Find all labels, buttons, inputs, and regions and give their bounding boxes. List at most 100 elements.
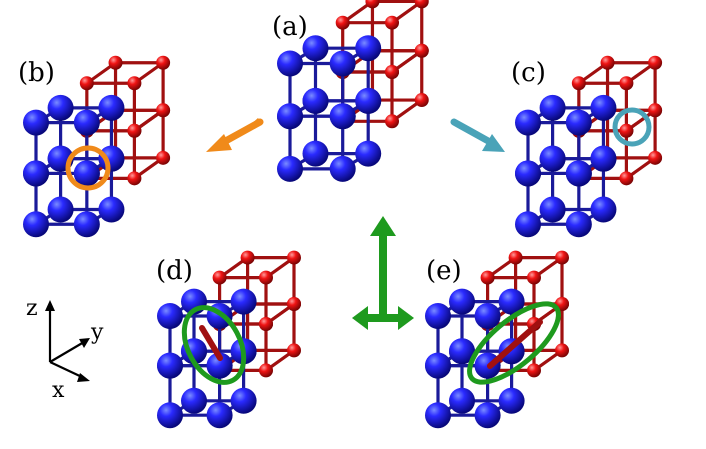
- green-double-arrow-icon: [352, 216, 414, 330]
- panel-d-blue-lattice-lower-atom: [181, 387, 207, 414]
- panel-a-blue-lattice-lower-atom: [302, 140, 329, 167]
- panel-a-blue-lattice-lower-atom: [302, 87, 329, 114]
- panel-b-blue-lattice-lower-atom: [23, 211, 49, 238]
- panel-label-c: (c): [511, 58, 546, 88]
- panel-c-blue-lattice-upper-atom: [565, 109, 592, 136]
- panel-d-blue-lattice-lower-atom: [157, 402, 183, 429]
- panel-c-blue-lattice-upper-atom: [539, 94, 566, 121]
- panel-e-red-lattice-upper-atom: [527, 270, 541, 285]
- panel-a-blue-lattice-upper-atom: [329, 50, 356, 77]
- panel-d-red-lattice-lower-atom: [287, 343, 301, 358]
- panel-b-blue-lattice-upper-atom: [98, 94, 125, 121]
- panel-c-red-lattice-upper-atom: [648, 55, 663, 70]
- panel-e-blue-lattice-lower-atom: [425, 352, 451, 379]
- panel-e-blue-lattice-lower-atom: [449, 338, 475, 365]
- panel-e: [425, 250, 569, 429]
- panel-b-red-lattice-lower-atom: [127, 171, 142, 186]
- panel-b-blue-lattice-lower-atom: [23, 160, 49, 187]
- panel-d-red-lattice-upper-atom: [287, 250, 301, 265]
- panel-d-blue-lattice-upper-atom: [157, 303, 183, 329]
- axis-y-line: [49, 341, 85, 363]
- panel-a-red-lattice-lower-atom: [385, 114, 399, 129]
- panel-d-red-lattice-upper-atom: [259, 270, 273, 285]
- panel-d-blue-lattice-lower-atom: [230, 387, 257, 414]
- panel-e-red-lattice-upper-atom: [480, 270, 495, 285]
- panel-label-d: (d): [156, 256, 193, 286]
- panel-a-blue-lattice-lower-atom: [329, 155, 356, 182]
- panel-label-b: (b): [18, 58, 55, 88]
- axis-label-z: z: [26, 296, 38, 321]
- panel-e-blue-lattice-lower: [425, 338, 525, 429]
- panel-b-blue-lattice-lower-atom: [98, 196, 125, 223]
- panel-b-red-lattice-upper-atom: [79, 76, 94, 91]
- axis-label-y: y: [91, 320, 104, 345]
- panel-b-red-lattice-upper-atom: [108, 55, 123, 70]
- panel-d-blue-lattice-lower-atom: [206, 352, 233, 379]
- teal-highlight-ring: [612, 107, 652, 147]
- panel-b-blue-lattice-lower-atom: [73, 160, 100, 187]
- panel-c-blue-lattice-lower-atom: [539, 145, 566, 172]
- green-arrow-head-up: [370, 216, 396, 236]
- panel-a-red-lattice-lower-atom: [414, 43, 429, 58]
- panel-d-red-lattice-lower-atom: [259, 363, 273, 378]
- panel-e-blue-lattice-lower-atom: [425, 402, 451, 429]
- teal-arrow-head: [482, 134, 505, 152]
- orange-arrow-shaft: [218, 118, 264, 147]
- panel-d-blue-lattice-lower-atom: [157, 352, 183, 379]
- panel-label-a: (a): [272, 12, 308, 42]
- panel-d-red-lattice-upper-atom: [240, 250, 255, 265]
- panel-a-blue-lattice-lower-atom: [329, 103, 356, 130]
- axis-z-head: [45, 300, 55, 311]
- bond-d: [199, 325, 223, 361]
- panel-e-blue-lattice-upper-atom: [425, 303, 451, 329]
- panel-b-blue-lattice-upper-atom: [23, 109, 49, 136]
- panel-a-blue-lattice-lower: [277, 87, 382, 182]
- panel-b-red-lattice-upper-atom: [127, 76, 142, 91]
- panel-b-blue-lattice-upper-atom: [73, 109, 100, 136]
- panel-c-blue-lattice-lower-atom: [590, 196, 617, 223]
- panel-a-red-lattice-lower-atom: [414, 93, 429, 108]
- panel-e-blue-lattice-upper-atom: [449, 288, 475, 315]
- panel-c-red-lattice-lower-atom: [648, 103, 663, 118]
- panel-b-red-lattice-lower-atom: [156, 103, 171, 118]
- panel-e-red-lattice-upper-atom: [555, 250, 569, 265]
- panel-e-blue-lattice-lower-atom: [474, 402, 501, 429]
- panel-c-red-lattice-upper-atom: [619, 76, 634, 91]
- panel-e-blue-lattice-lower-atom: [449, 387, 475, 414]
- teal-arrow-shaft: [450, 118, 494, 146]
- bond-e: [487, 319, 543, 369]
- panel-b-red-lattice-lower-atom: [156, 150, 171, 165]
- panel-b-blue-lattice-upper-atom: [47, 94, 74, 121]
- panel-d-red-lattice-upper-atom: [212, 270, 227, 285]
- panel-c-blue-lattice-lower-atom: [565, 211, 592, 238]
- panel-a-blue-lattice-upper-atom: [302, 35, 329, 62]
- panel-b-blue-lattice-lower-atom: [73, 211, 100, 238]
- panel-c-blue-lattice-lower: [515, 145, 617, 238]
- green-arrow-head-right: [398, 306, 414, 330]
- panel-c-red-lattice-lower-atom: [619, 171, 634, 186]
- panel-d-red-lattice-lower-atom: [259, 317, 273, 331]
- panel-d-blue-lattice-lower-atom: [206, 402, 233, 429]
- panel-a-blue-lattice-lower-atom: [277, 103, 303, 130]
- green-highlight-ellipse-e: [467, 301, 561, 385]
- panel-label-e: (e): [426, 256, 462, 286]
- panel-e-blue-lattice-upper-atom: [474, 303, 501, 329]
- panel-a: [277, 0, 429, 182]
- panel-d-blue-lattice-upper-atom: [230, 288, 257, 315]
- panel-a-blue-lattice-upper-atom: [355, 35, 382, 62]
- panel-c-red-lattice-upper-atom: [600, 55, 615, 70]
- panel-b-blue-lattice-lower: [23, 145, 125, 238]
- green-arrow-head-left: [352, 306, 368, 330]
- panel-e-red-lattice-upper-atom: [508, 250, 523, 265]
- axis-label-x: x: [52, 378, 65, 403]
- panel-c-blue-lattice-upper-atom: [515, 109, 541, 136]
- panel-c-blue-lattice-upper-atom: [590, 94, 617, 121]
- axis-x-head: [77, 373, 90, 382]
- panel-b-blue-lattice-lower-atom: [47, 196, 74, 223]
- panel-a-blue-lattice-upper-atom: [277, 50, 303, 77]
- panel-a-red-lattice-upper-atom: [335, 15, 350, 30]
- axis-y-head: [79, 338, 90, 348]
- panel-d-red-lattice-lower-atom: [287, 297, 301, 311]
